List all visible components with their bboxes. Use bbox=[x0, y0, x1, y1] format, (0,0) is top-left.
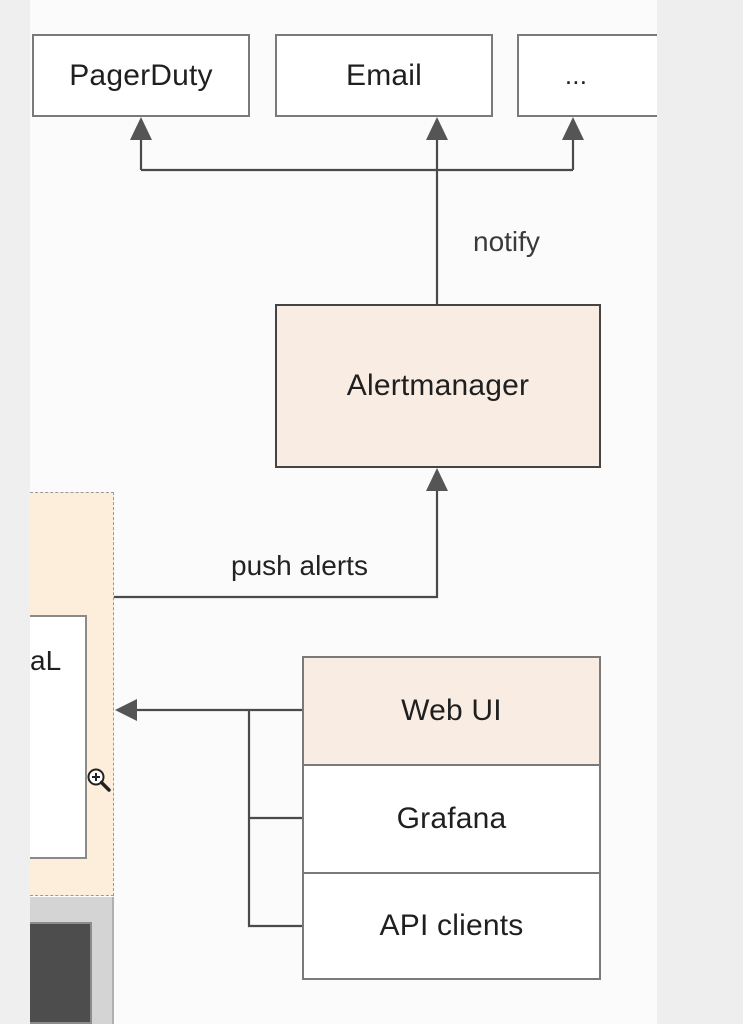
web-ui-label: Web UI bbox=[401, 694, 502, 727]
alertmanager-box: Alertmanager bbox=[275, 304, 601, 468]
notify-label: notify bbox=[473, 226, 540, 257]
api-clients-label: API clients bbox=[379, 909, 524, 942]
alertmanager-label: Alertmanager bbox=[346, 369, 530, 402]
other-targets-box: ... bbox=[517, 34, 657, 117]
other-targets-label: ... bbox=[564, 60, 588, 90]
grafana-label: Grafana bbox=[396, 802, 507, 835]
email-label: Email bbox=[345, 58, 422, 92]
zoom-in-cursor-icon bbox=[87, 768, 111, 792]
promql-box-label: aL bbox=[30, 645, 62, 676]
pagerduty-box: PagerDuty bbox=[32, 34, 250, 117]
promql-box: aL bbox=[30, 615, 87, 859]
grafana-box: Grafana bbox=[302, 764, 601, 874]
api-clients-box: API clients bbox=[302, 872, 601, 980]
right-margin bbox=[657, 0, 743, 1024]
pagerduty-label: PagerDuty bbox=[69, 58, 213, 92]
push-alerts-label: push alerts bbox=[231, 550, 368, 581]
web-ui-box: Web UI bbox=[302, 656, 601, 766]
email-box: Email bbox=[275, 34, 493, 117]
storage-device bbox=[30, 922, 92, 1024]
